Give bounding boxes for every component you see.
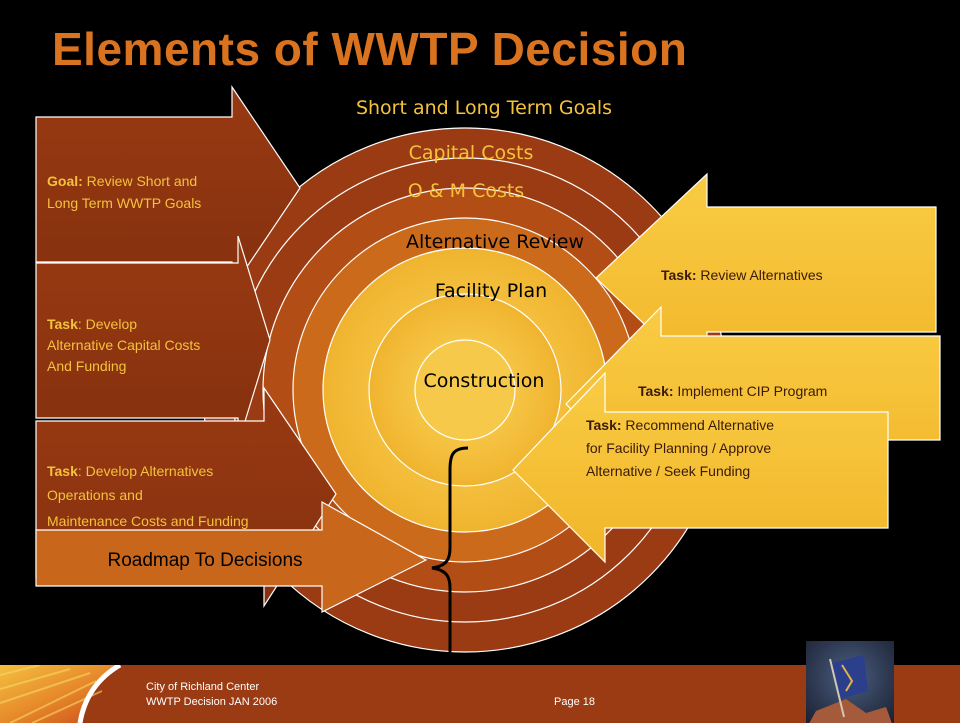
ring-label-alt-review: Alternative Review: [406, 231, 584, 253]
ring-label-facility: Facility Plan: [435, 280, 547, 302]
ring-label-om: O & M Costs: [408, 180, 524, 202]
footer-bar: City of Richland Center WWTP Decision JA…: [0, 641, 960, 723]
curly-bracket: [431, 446, 469, 676]
roadmap-arrow: [35, 500, 428, 613]
right-box-3-text: Task: Recommend Alternative for Facility…: [586, 417, 778, 479]
left-box-3-text: Task: Develop Alternatives Operations an…: [47, 463, 249, 529]
right-arrow-recommend: [512, 371, 889, 564]
roadmap-label: Roadmap To Decisions: [107, 550, 302, 571]
footer-org: City of Richland Center: [146, 681, 260, 693]
left-arrow-goal: [35, 85, 301, 291]
ring-label-goals: Short and Long Term Goals: [356, 97, 612, 119]
ring-core: [414, 339, 516, 441]
slide-title: Elements of WWTP Decision: [52, 23, 688, 75]
ring-label-construction: Construction: [424, 370, 545, 392]
right-box-2-text: Task: Implement CIP Program: [638, 383, 827, 399]
left-box-1-text: Goal: Review Short and Long Term WWTP Go…: [47, 173, 201, 211]
ring-label-capital: Capital Costs: [409, 142, 534, 164]
left-box-2-text: Task: Develop Alternative Capital Costs …: [47, 316, 204, 374]
footer-decoration-icon: [0, 665, 122, 723]
right-box-1-text: Task: Review Alternatives: [661, 267, 823, 283]
left-arrow-capital: [35, 235, 271, 445]
footer-doc: WWTP Decision JAN 2006: [146, 696, 278, 708]
flag-photo-icon: [806, 641, 894, 723]
footer-page: Page 18: [554, 696, 595, 708]
